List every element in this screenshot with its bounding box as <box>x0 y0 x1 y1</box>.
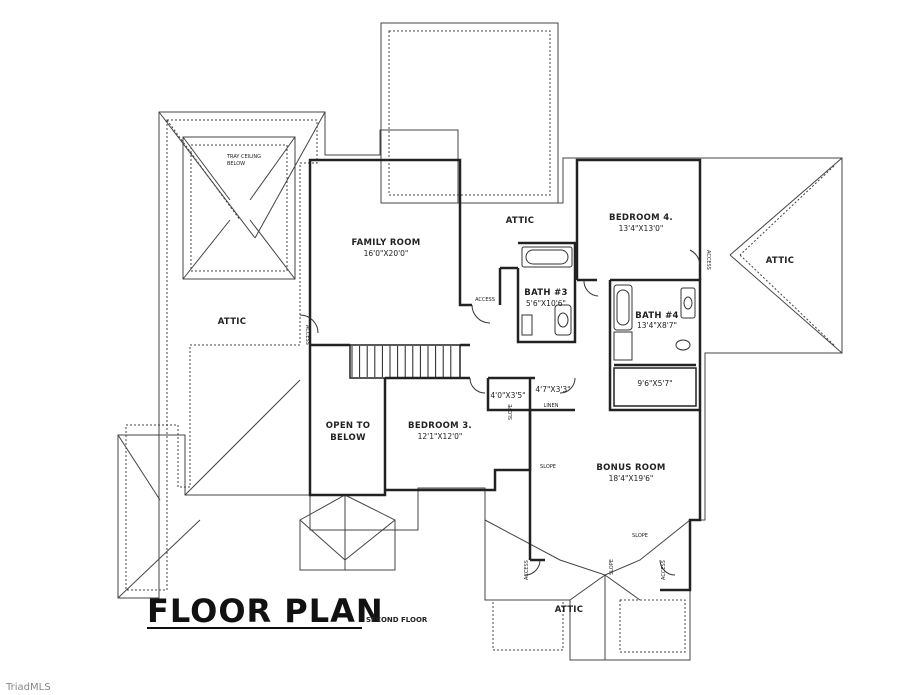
family-room-name: FAMILY ROOM <box>352 238 421 248</box>
closet-40-dims: 4'0"X3'5" <box>490 391 525 400</box>
slope-label-3: SLOPE <box>609 559 615 575</box>
attic-label-right: ATTIC <box>766 256 795 266</box>
bonus-room-name: BONUS ROOM <box>596 463 665 473</box>
bath3-name: BATH #3 <box>524 288 567 298</box>
bath4-dims: 13'4"X8'7" <box>637 321 677 330</box>
bath3-dims: 5'6"X10'6" <box>526 299 566 308</box>
slope-label-2: SLOPE <box>632 533 648 539</box>
bath-fixtures <box>521 246 696 361</box>
open-to-below-line2: BELOW <box>330 433 366 443</box>
closet-box <box>613 367 697 407</box>
slope-label-4: SLOPE <box>508 404 514 420</box>
access-label-3: ACCESS <box>705 250 711 270</box>
roof-outline <box>117 22 843 661</box>
attic-label-left: ATTIC <box>218 317 247 327</box>
attic-label-center: ATTIC <box>506 216 535 226</box>
watermark: TriadMLS <box>5 682 51 693</box>
bedroom3-dims: 12'1"X12'0" <box>418 432 463 441</box>
bonus-room-dims: 18'4"X19'6" <box>609 474 654 483</box>
plan-title: FLOOR PLAN <box>147 592 384 630</box>
closet-47-dims: 4'7"X3'3" <box>535 385 570 394</box>
bath4-name: BATH #4 <box>635 311 678 321</box>
stairs <box>349 344 461 379</box>
bedroom3-name: BEDROOM 3. <box>408 421 472 431</box>
access-label-1: ACCESS <box>475 297 495 303</box>
access-label-2: ACCESS <box>304 325 310 345</box>
plan-subtitle: SECOND FLOOR <box>366 616 428 624</box>
open-to-below-line1: OPEN TO <box>326 421 370 431</box>
bedroom4-name: BEDROOM 4. <box>609 213 673 223</box>
access-label-5: ACCESS <box>661 560 667 580</box>
tray-ceiling-label: TRAY CEILING <box>226 154 261 160</box>
attic-label-bottom: ATTIC <box>555 605 584 615</box>
bedroom4-dims: 13'4"X13'0" <box>619 224 664 233</box>
family-room-dims: 16'0"X20'0" <box>364 249 409 258</box>
linen-label: LINEN <box>544 403 559 409</box>
tray-ceiling-label-2: BELOW <box>227 161 245 167</box>
access-label-4: ACCESS <box>524 560 530 580</box>
door-swings <box>299 249 701 576</box>
slope-label-1: SLOPE <box>540 464 556 470</box>
closet-95-dims: 9'6"X5'7" <box>637 379 672 388</box>
